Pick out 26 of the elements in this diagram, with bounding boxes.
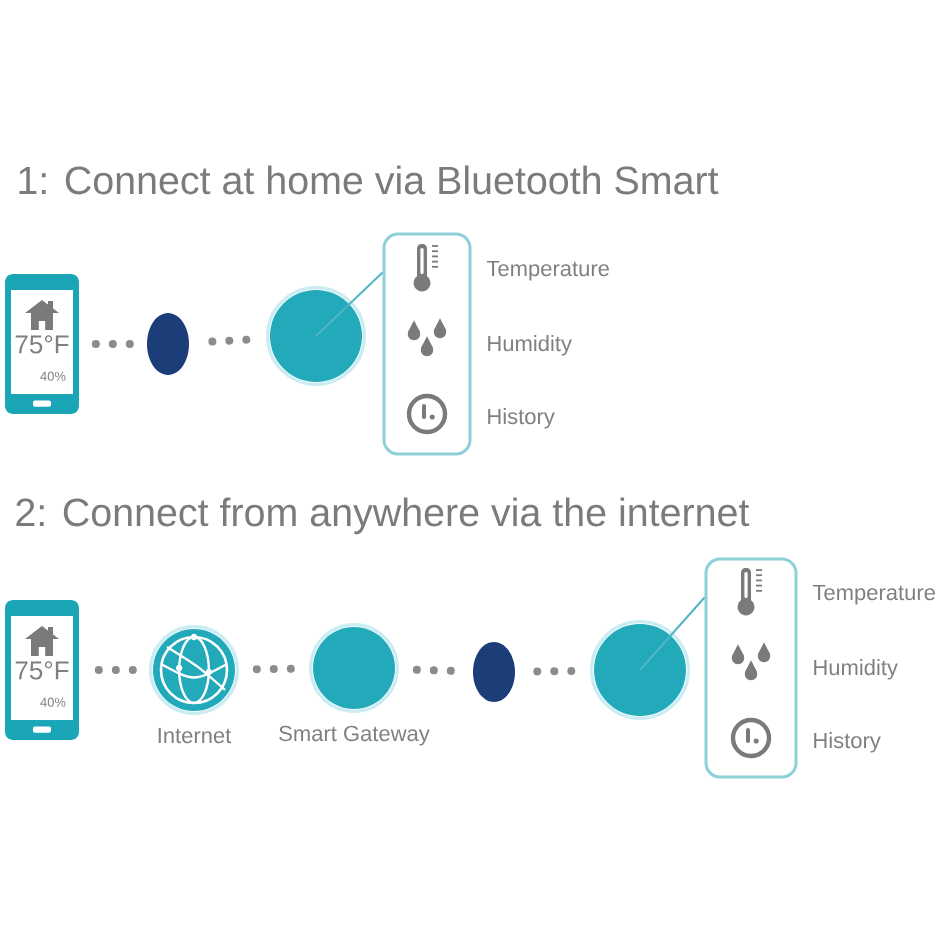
circle	[309, 623, 399, 713]
dotted-connector	[533, 666, 576, 676]
oval-badge	[473, 642, 515, 702]
dotted-connector	[94, 666, 138, 674]
node-caption: Internet	[158, 727, 232, 744]
oval-badge	[147, 313, 189, 375]
panel-label: History	[488, 408, 555, 429]
dotted-connector	[91, 340, 135, 348]
panel-label: Temperature	[812, 584, 935, 605]
node-caption: Smart Gateway	[279, 725, 430, 746]
circle	[266, 286, 366, 386]
rounded-panel	[382, 232, 472, 456]
panel-label: Temperature	[486, 260, 609, 281]
globe	[149, 625, 239, 715]
section-heading: 2: Connect from anywhere via the internet	[16, 497, 750, 535]
circle	[590, 620, 690, 720]
panel-label: History	[814, 732, 881, 753]
panel-label: Humidity	[814, 659, 898, 680]
leader-line	[315, 271, 384, 337]
dotted-connector	[208, 335, 251, 346]
section-heading: 1: Connect at home via Bluetooth Smart	[19, 165, 719, 195]
dotted-connector	[252, 664, 296, 674]
panel-label: Humidity	[488, 335, 572, 356]
leader-line	[639, 596, 706, 671]
dotted-connector	[412, 665, 456, 675]
rounded-panel	[704, 557, 798, 779]
